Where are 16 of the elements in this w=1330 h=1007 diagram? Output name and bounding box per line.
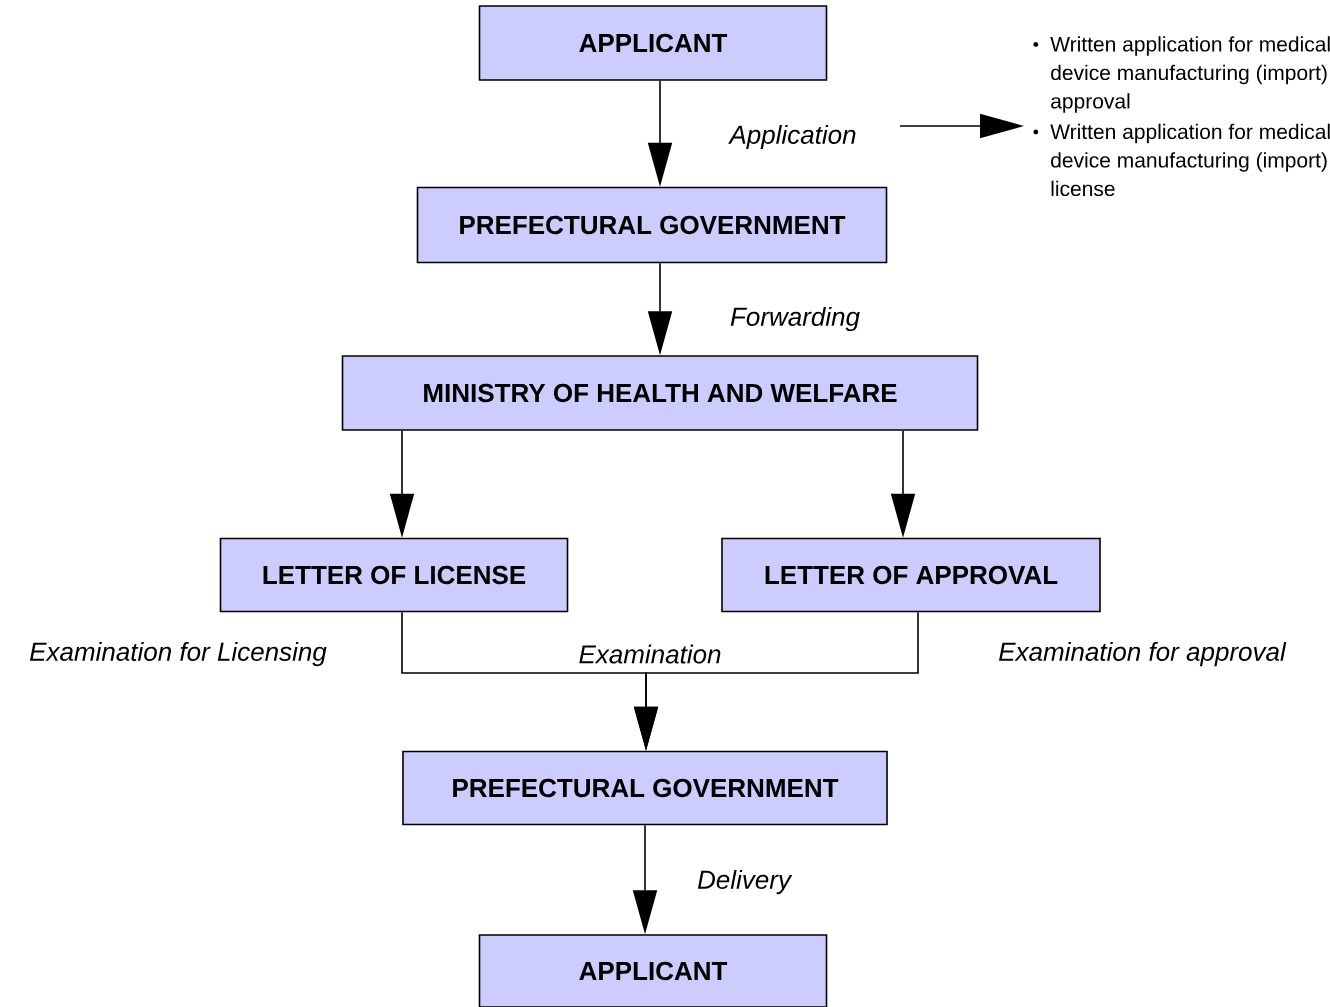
process-box: LETTER OF APPROVAL <box>721 537 1101 613</box>
edge-label: Delivery <box>696 868 793 896</box>
edge-label: Examination for approval <box>997 640 1287 668</box>
process-box: MINISTRY OF HEALTH AND WELFARE <box>341 355 979 431</box>
node-label: Written application for medical device manufacturing (import) approval <box>1050 36 1330 113</box>
process-box: PREFECTURAL GOVERNMENT <box>416 186 888 264</box>
node-label: Written application for medical device manufacturing (import) license <box>1050 123 1330 197</box>
process-box: LETTER OF LICENSE <box>219 537 569 613</box>
process-box: APPLICANT <box>478 5 828 81</box>
edge-label: Forwarding <box>729 305 862 333</box>
bullet-list: Written application for medical device manufacturing (import) approval Written application for medical device manufacturing (import) license <box>1033 36 1330 197</box>
note-label: Examination <box>579 644 721 664</box>
edge-label: Examination for Licensing <box>28 640 328 668</box>
process-box: PREFECTURAL GOVERNMENT <box>402 750 888 826</box>
edge-label: Application <box>728 123 858 151</box>
process-box: APPLICANT <box>478 934 828 1007</box>
